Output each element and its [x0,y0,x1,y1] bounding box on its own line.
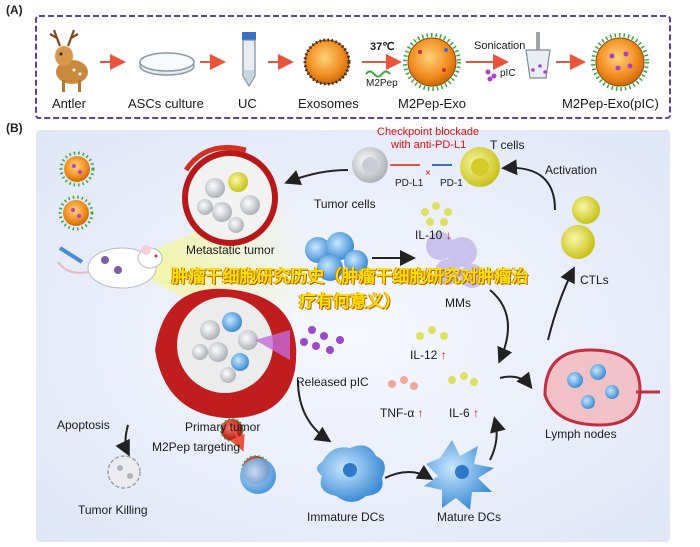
m2pep-label: M2Pep [366,78,398,89]
metastatic-tumor-icon [182,145,278,246]
cross-mark: × [425,168,431,179]
arrow-immature-to-mature [384,464,434,481]
primary-tumor-icon [155,288,297,419]
il12-up-arrow: ↑ [440,348,447,362]
panel-a-label: (A) [6,3,23,17]
immature-dcs-label: Immature DCs [307,510,385,524]
exosome-small-1 [59,151,95,187]
activation-label: Activation [545,163,598,177]
tnf-up-arrow: ↑ [417,406,424,420]
released-pic-label: Released pIC [296,375,369,389]
tumor-cell-icon [352,147,388,183]
m1-macrophages-suffix: Ms [455,296,471,310]
exosome-icon [303,38,351,86]
cytokine-dots-tnf [388,376,418,390]
step-label-ascs-culture: ASCs culture [128,96,204,111]
step-label-uc: UC [238,96,257,111]
arrow-m1-to-lymph [489,289,513,364]
arrow-m2pep-target [229,419,245,452]
cytokine-dots-il6 [448,372,478,386]
checkpoint-label-line1: Checkpoint blockade [377,126,480,138]
m2pep-peptide-icon [365,70,391,78]
sonication-label: Sonication [474,40,526,52]
ctl-cell-2 [561,225,595,259]
tumor-killing-label: Tumor Killing [78,503,148,517]
cytokine-dots-il12 [416,326,448,340]
mature-dcs-label: Mature DCs [437,510,502,524]
mouse-icon [57,245,163,289]
step-label-m2pep-exo-pic: M2Pep-Exo(pIC) [562,96,659,111]
deer-icon [49,29,88,92]
apoptosis-label: Apoptosis [57,418,110,432]
m1-macrophages-text: M [445,296,455,310]
mature-dc-icon [424,440,494,510]
m2-macrophage-cluster [305,232,368,281]
panel-b-label: (B) [6,121,23,135]
petri-dish-icon [139,52,195,76]
tnf-alpha-label: TNF-α ↑ [380,406,424,420]
arrow-dcs-to-lymph [499,371,533,390]
tnf-alpha-text: TNF-α [380,406,415,420]
m1-macrophage-cluster [426,232,484,288]
t-cells-label: T cells [490,138,525,152]
pic-dots-icon [485,69,497,82]
il6-text: IL-6 [449,406,470,420]
m2pep-exo-icon [403,33,461,91]
targeting-beam [255,330,290,360]
overlay-title: 肿瘤干细胞研究历史（肿瘤干细胞研究对肿瘤治疗有何意义） [171,267,529,312]
syringe-icon [58,246,84,264]
lymph-nodes-label: Lymph nodes [545,427,617,441]
t-cell-icon [460,147,500,187]
il6-label: IL-6 ↑ [449,406,479,420]
temperature-label: 37℃ [370,41,395,53]
immature-dc-icon [317,445,385,502]
m2pep-targeting-label: M2Pep targeting [152,440,241,454]
metastatic-tumor-label: Metastatic tumor [186,243,275,257]
arrow-tumor-to-metastatic [284,169,349,185]
arrow-apoptosis [115,424,130,457]
pd-l1-label: PD-L1 [395,178,424,189]
il12-text: IL-12 [410,348,438,362]
ctl-cell-1 [572,196,600,224]
arrow-tumor-to-dc [297,379,332,443]
il6-up-arrow: ↑ [473,406,480,420]
arrow-mature-to-lymph [489,416,506,461]
cytokine-dots-il10 [421,202,452,226]
primary-tumor-label: Primary tumor [185,420,261,434]
step-label-antler: Antler [52,96,86,111]
panel-a-frame [35,15,671,119]
ctls-label: CTLs [580,273,609,287]
pd-1-label: PD-1 [440,178,463,189]
tumor-cells-label: Tumor cells [314,197,376,211]
il10-down-arrow: ↓ [445,228,452,242]
step-label-exosomes: Exosomes [298,96,359,111]
arrow-lymph-to-ctls [547,266,575,341]
step-label-m2pep-exo: M2Pep-Exo [398,96,466,111]
checkpoint-label-line2: with anti-PD-L1 [391,139,467,151]
exosome-small-2 [58,195,94,231]
il12-label: IL-12 ↑ [410,348,447,362]
arrow-activation [501,159,556,211]
m2-macrophages-label: M [322,296,332,310]
pic-label: pIC [500,68,516,79]
sonicator-icon [525,32,551,79]
il10-text: IL-10 [415,228,443,242]
dead-cell-icon [107,455,141,489]
m1-macrophages-label: MMs [445,296,471,310]
lymph-node-icon [543,348,660,427]
tube-icon [242,32,256,88]
m2pep-exo-pic-icon [591,33,649,91]
released-pic-dots [300,326,344,354]
il10-label: IL-10 ↓ [415,228,452,242]
macrophage-targeted [240,458,276,494]
